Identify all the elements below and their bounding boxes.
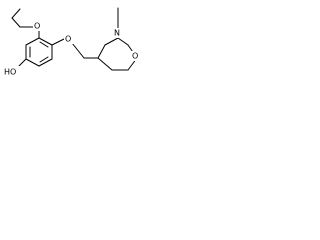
ring-bond-top-left [25, 37, 40, 46]
morpholine-bond-2 [104, 37, 119, 46]
ether-methylene-bond [71, 42, 85, 59]
ring-oxygen-background [131, 51, 141, 61]
ring-bond-top-right [38, 37, 53, 46]
bond-lines [11, 7, 138, 71]
ring-nitrogen-label: N [114, 29, 120, 38]
ring-double-bond-top-right [39, 41, 49, 48]
ethyl-bond-2 [11, 17, 21, 28]
morpholine-bond-1 [97, 44, 106, 59]
aryl-ether-bond [51, 37, 67, 46]
ethyl-bond-1 [11, 8, 21, 19]
ether-oxygen-1-background [33, 21, 43, 31]
morpholine-bond-7 [97, 57, 113, 71]
morpholine-bond-3 [117, 37, 129, 46]
ether-oxygen-2-background [64, 34, 74, 44]
hydroxyl-label: HO [4, 68, 16, 77]
molecule-drawing: O O N O HO [3, 7, 141, 77]
ring-double-bond-bottom-right [39, 56, 49, 63]
hydroxyl-background [3, 66, 21, 77]
ring-bond-bottom-left [25, 58, 40, 67]
ether-oxygen-1-label: O [34, 22, 40, 31]
ring-oxygen-label: O [132, 52, 138, 61]
ring-nitrogen-background [113, 28, 123, 38]
chemical-structure-diagram: O O N O HO [0, 0, 154, 97]
ether-oxygen-2-label: O [65, 35, 71, 44]
ring-bond-bottom-right [38, 58, 53, 67]
